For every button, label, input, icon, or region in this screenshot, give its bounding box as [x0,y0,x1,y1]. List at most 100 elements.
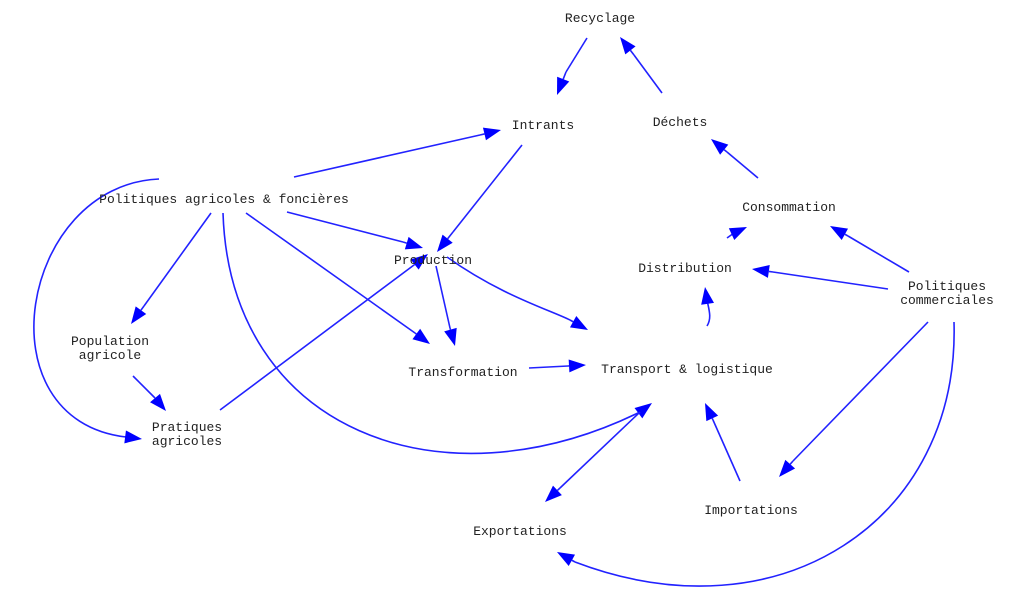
arrowhead-icon [557,552,576,566]
node-transport: Transport & logistique [601,362,773,377]
arrowhead-icon [830,226,849,240]
edge-connector [723,149,728,153]
arrowhead-icon [412,328,430,344]
node-label-line: Distribution [638,261,732,276]
node-label-line: Recyclage [565,11,635,26]
node-distribution: Distribution [638,261,732,276]
edge-consommation-to-dechets [711,139,759,179]
edge-connector [402,241,407,244]
edge-transport-to-distribution [701,287,715,327]
node-label-line: agricole [79,348,141,363]
node-label-line: Politiques agricoles & foncières [99,192,349,207]
edge-politiques-commerciales-to-distribution [752,264,889,290]
arrowhead-icon [634,403,652,419]
edge-production-to-transformation [435,265,457,346]
edge-politiques-agricoles-to-pratiques-agricoles [33,178,160,444]
arrowhead-icon [568,359,586,373]
edge-connector [629,49,635,56]
node-label-line: Transformation [408,365,517,380]
arrowhead-icon [779,459,796,477]
edge-transformation-to-transport [528,359,586,373]
edge-connector [446,231,454,240]
edge-line [559,411,641,489]
edge-politiques-agricoles-to-population-agricole [131,212,212,324]
node-label-line: Intrants [512,118,574,133]
node-intrants: Intrants [512,118,574,133]
edges-layer [33,37,955,587]
node-label-line: Population [71,334,149,349]
edge-dechets-to-recyclage [620,37,663,94]
arrowhead-icon [545,485,562,502]
node-importations: Importations [704,503,798,518]
edge-population-agricole-to-pratiques-agricoles [132,375,166,411]
edge-politiques-commerciales-to-importations [779,321,929,477]
edge-line [286,211,404,243]
node-label-line: Déchets [653,115,708,130]
edge-politiques-agricoles-to-transport [222,212,652,455]
edge-pratiques-agricoles-to-production [219,254,428,411]
arrowhead-icon [620,37,636,55]
node-exportations: Exportations [473,524,567,539]
arrowhead-icon [752,264,770,278]
edge-line [132,375,156,399]
edge-line [293,134,481,178]
edge-distribution-to-consommation [726,227,747,241]
edge-line [446,256,571,321]
edge-line [712,419,741,482]
edge-connector [711,418,714,421]
edge-line [792,321,929,462]
edge-connector [789,460,794,465]
edge-connector [556,487,561,491]
node-politiques-agricoles: Politiques agricoles & foncières [99,192,349,207]
edge-connector [571,559,576,563]
edge-line [574,321,955,587]
edge-politiques-agricoles-to-intrants [293,127,501,178]
node-consommation: Consommation [742,200,836,215]
arrowhead-icon [437,234,453,252]
edge-connector [562,71,567,80]
node-production: Production [394,253,472,268]
edge-line [633,54,663,94]
arrowhead-icon [150,393,166,411]
edge-line [772,271,889,290]
edge-importations-to-transport [705,403,741,482]
arrowhead-icon [557,76,570,95]
edge-line [452,144,523,233]
node-label-line: commerciales [900,293,994,308]
edge-connector [569,319,574,323]
edge-line [222,212,641,455]
edge-line [143,212,212,307]
edge-line [33,178,160,438]
edge-line [528,365,569,369]
edge-connector [768,270,774,273]
edge-line [219,264,415,411]
node-label-line: agricoles [152,434,222,449]
edge-politiques-commerciales-to-consommation [830,226,910,273]
node-transformation: Transformation [408,365,517,380]
node-label-line: Importations [704,503,798,518]
arrowhead-icon [444,327,457,346]
edge-recyclage-to-intrants [557,37,588,95]
arrowhead-icon [404,236,423,250]
edge-connector [414,332,417,335]
edge-line [726,151,759,179]
edge-politiques-agricoles-to-transformation [245,212,430,344]
arrowhead-icon [569,316,588,330]
arrowhead-icon [131,306,147,324]
edge-line [435,265,451,329]
node-dechets: Déchets [653,115,708,130]
arrowhead-icon [482,127,501,141]
edge-connector [140,305,145,311]
arrowhead-icon [705,403,719,422]
arrowhead-icon [410,254,428,270]
edge-politiques-agricoles-to-production [286,211,423,250]
edge-line [565,37,588,73]
edge-connector [479,133,485,136]
node-label-line: Exportations [473,524,567,539]
edge-line [245,212,416,334]
